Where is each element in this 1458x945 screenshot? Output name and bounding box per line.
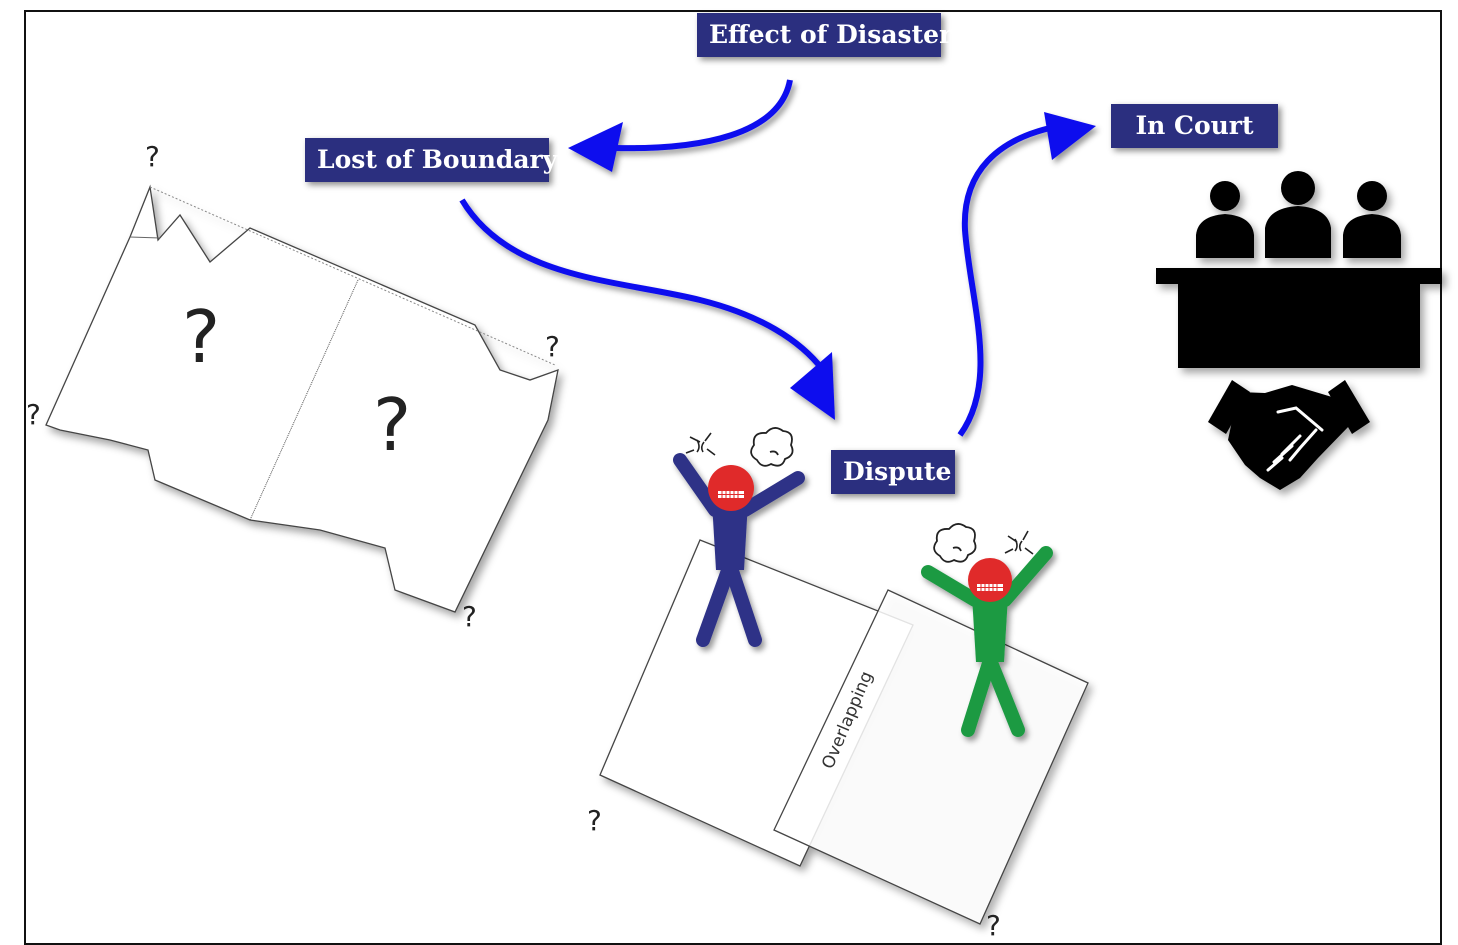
steam-cloud-icon (750, 427, 794, 467)
angry-person-green-icon (921, 546, 1053, 737)
question-mark: ? (986, 909, 1001, 939)
effect-of-disaster-label: Effect of Disaster (697, 13, 952, 57)
question-mark: ? (462, 600, 477, 633)
question-mark: ? (587, 804, 602, 837)
overlapping-parcels (599, 539, 1089, 925)
question-mark: ? (373, 383, 411, 467)
lost-boundary-parcels (45, 184, 559, 613)
steam-cloud-icon (933, 523, 977, 563)
in-court-label: In Court (1111, 104, 1278, 148)
lost-of-boundary-label: Lost of Boundary (305, 138, 557, 182)
flow-arrows (459, 79, 1096, 437)
question-mark: ? (26, 398, 41, 431)
court-judges-icon (1156, 171, 1442, 368)
handshake-icon (1208, 380, 1370, 490)
angry-person-blue-icon (673, 453, 805, 647)
question-mark: ? (145, 140, 160, 173)
parcel-question-marks: ? ? ? ? ? ? (26, 140, 560, 633)
anger-symbol-icon (685, 432, 716, 456)
anger-symbol-icon (1004, 530, 1034, 555)
question-mark: ? (182, 295, 220, 379)
question-mark: ? (545, 330, 560, 363)
dispute-label: Dispute (831, 450, 955, 494)
